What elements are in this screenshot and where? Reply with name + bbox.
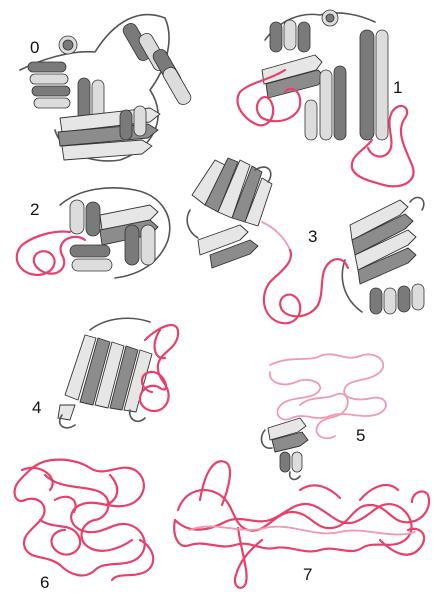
label-2: 2 [30,200,39,219]
label-0: 0 [30,38,39,57]
structure-3-disordered-region [264,250,348,323]
structure-1-helix [320,66,346,140]
structure-1: 1 [238,10,414,186]
structure-5-helix [280,452,302,472]
structure-1-helix [270,20,310,52]
structure-2-helix [70,245,112,271]
structure-7: 7 [174,461,429,588]
label-5: 5 [356,426,365,445]
structure-6: 6 [15,460,154,592]
label-7: 7 [303,565,312,584]
structure-3-helix [370,284,424,314]
structure-0-helix [28,62,70,108]
structure-1-helix [360,30,388,140]
structure-2: 2 [17,188,170,278]
structure-3-sheet [192,158,272,268]
structure-6-disordered-region [15,460,145,576]
structure-5-sheet [268,418,308,452]
structure-3: 3 [187,158,424,323]
label-1: 1 [393,78,402,97]
label-6: 6 [40,573,49,592]
structure-7-disordered-region [178,490,429,531]
label-3: 3 [308,227,317,246]
structure-3-sheet [350,200,416,284]
structure-6-disordered-region [40,475,132,555]
structure-4-sheet [58,335,152,420]
structure-0-helix [121,21,193,107]
structure-0: 0 [20,15,193,161]
structure-2-helix [70,200,100,236]
structure-1-helix [305,100,317,140]
structure-1-helix [322,10,338,26]
structure-5: 5 [261,354,385,479]
structure-7-disordered-region [190,526,415,534]
structure-3-disordered-region [262,222,290,250]
label-4: 4 [32,398,41,417]
structure-4: 4 [32,318,178,428]
structure-5-disordered-region [270,354,386,419]
